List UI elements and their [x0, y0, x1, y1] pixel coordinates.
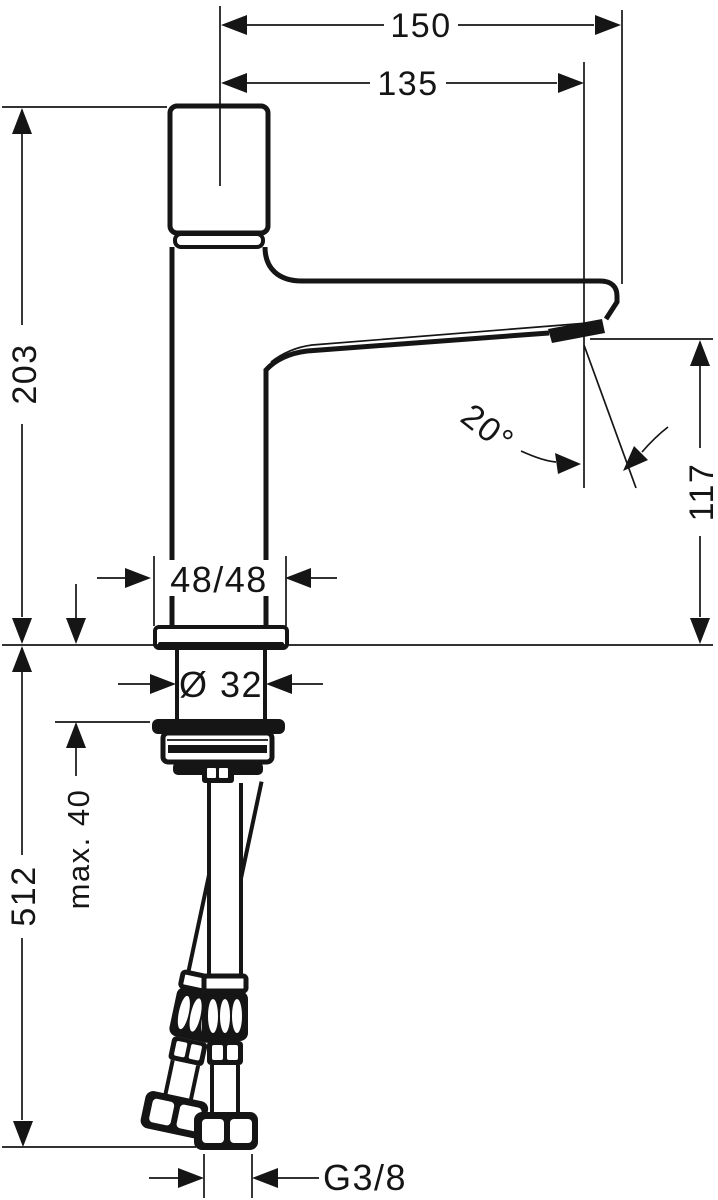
dim-135-label: 135: [377, 65, 438, 103]
dim-512-label: 512: [5, 865, 43, 926]
arrowhead: [690, 340, 710, 366]
arrowhead: [12, 618, 32, 644]
arrowhead: [12, 646, 32, 672]
base-plate-bottom: [158, 642, 284, 650]
dimension-203: 203: [6, 108, 44, 644]
dimension-diameter-32: Ø 32: [118, 664, 323, 705]
dimensions: 150 135 203 512 117: [5, 7, 718, 1198]
thread-g38-label: G3/8: [323, 1157, 407, 1198]
arrowhead: [66, 722, 86, 748]
faucet-handle: [167, 103, 271, 236]
faucet-spout-underside: [263, 330, 550, 628]
mounting-nut-band: [168, 745, 267, 753]
angle-20-label: 20°: [454, 397, 521, 461]
arrowhead: [595, 15, 621, 35]
arrowhead: [125, 568, 151, 588]
arrowhead: [558, 73, 584, 93]
dimension-117: 117: [683, 340, 718, 644]
arrowhead: [555, 453, 581, 474]
arrowhead: [12, 108, 32, 134]
supply-hoses: [140, 764, 264, 1150]
supply-hose-straight: [194, 783, 258, 1150]
dimension-48-48: 48/48: [97, 559, 337, 600]
dimension-512: 512: [5, 646, 43, 1147]
mounting-flange: [152, 719, 285, 734]
faucet-aerator: [548, 319, 605, 343]
hose-connection-block: [202, 764, 234, 783]
arrowhead: [252, 1168, 278, 1188]
arrowhead: [285, 568, 311, 588]
arrowhead: [178, 1168, 204, 1188]
reference-lines: [2, 6, 713, 1198]
faucet-spout-inner-line: [270, 321, 602, 363]
ext-lines-g38: [203, 1154, 253, 1198]
arrowhead: [221, 73, 247, 93]
arrowhead: [221, 15, 247, 35]
arrowhead: [690, 618, 710, 644]
dimension-g38: G3/8: [149, 1157, 407, 1198]
arrowhead: [150, 674, 176, 694]
dim-diameter-label: Ø 32: [179, 664, 263, 705]
dim-max-40-label: max. 40: [61, 789, 96, 910]
hose-crimp: [201, 973, 249, 994]
dim-48-48-label: 48/48: [170, 559, 268, 600]
arrowhead: [13, 1121, 33, 1147]
dimension-max-40: max. 40: [61, 584, 96, 909]
dim-203-label: 203: [6, 343, 44, 404]
dimension-150: 150: [221, 7, 621, 45]
angle-leader-left: [520, 450, 557, 463]
faucet-body: [152, 103, 620, 775]
dimension-135: 135: [221, 65, 584, 103]
arrowhead: [623, 446, 648, 471]
arrowhead: [66, 618, 86, 644]
dimension-angle-20: 20°: [454, 397, 669, 474]
arrowhead: [266, 674, 292, 694]
ext-lines-base-48: [153, 556, 287, 626]
faucet-spout-top: [262, 246, 620, 321]
dim-117-label: 117: [683, 463, 718, 522]
hose-tube-edges: [207, 783, 243, 976]
angle-leader-right: [641, 426, 669, 453]
faucet-handle-ring: [173, 232, 265, 249]
hose-tube: [209, 783, 241, 976]
dim-150-label: 150: [390, 7, 451, 45]
